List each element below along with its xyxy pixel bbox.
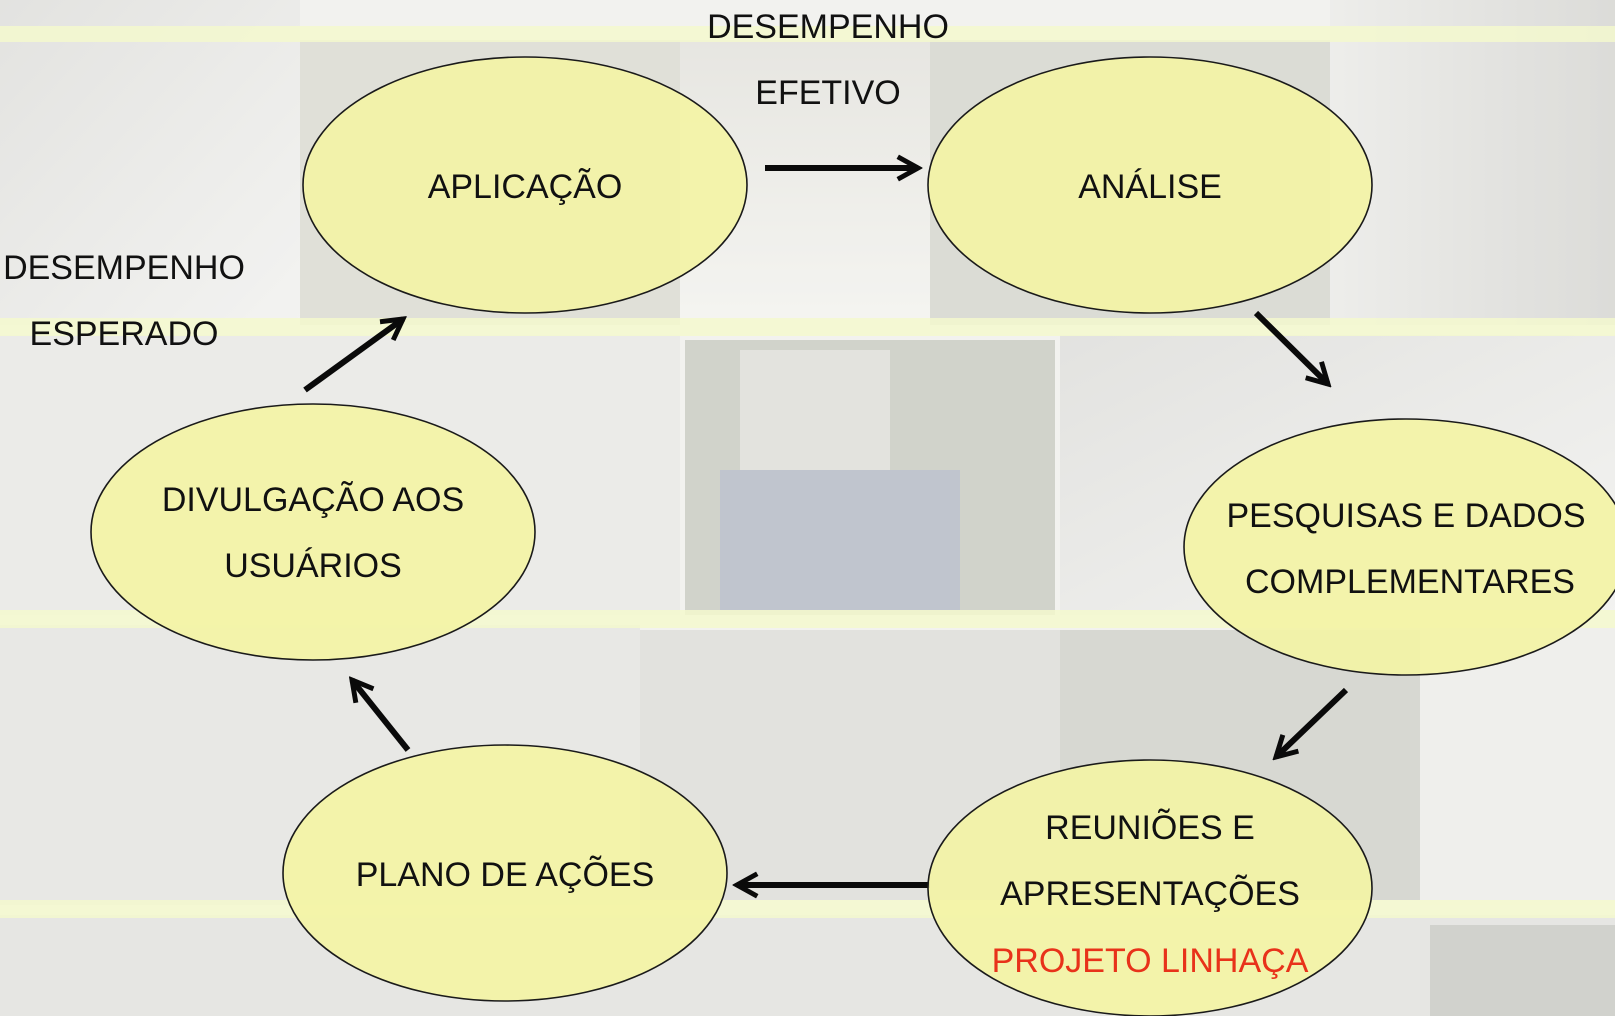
label-left-line-1: DESEMPENHO: [3, 249, 245, 287]
node-aplicacao: APLICAÇÃO: [302, 56, 748, 314]
label-top-line-1: DESEMPENHO: [707, 8, 949, 46]
node-reunioes-highlight: PROJETO LINHAÇA: [992, 942, 1309, 980]
svg-text:PLANO DE AÇÕES: PLANO DE AÇÕES: [356, 856, 655, 894]
arrow-pesquisas-to-reunioes: [1276, 687, 1349, 757]
node-analise-label: ANÁLISE: [1078, 168, 1222, 206]
node-reunioes: REUNIÕES E APRESENTAÇÕES PROJETO LINHAÇA: [927, 759, 1373, 1016]
node-aplicacao-label: APLICAÇÃO: [428, 168, 623, 206]
label-left-line-2: ESPERADO: [30, 315, 219, 353]
svg-text:DIVULGAÇÃO AOS: DIVULGAÇÃO AOS: [162, 481, 464, 519]
label-top-line-2: EFETIVO: [755, 74, 900, 112]
svg-text:EFETIVO: EFETIVO: [755, 74, 900, 112]
node-divulgacao: DIVULGAÇÃO AOS USUÁRIOS: [90, 403, 536, 661]
node-reunioes-line-1: REUNIÕES E: [1045, 809, 1255, 847]
label-desempenho-efetivo: DESEMPENHO EFETIVO: [707, 8, 949, 112]
arrow-plano-to-divulgacao: [352, 680, 411, 752]
svg-text:PESQUISAS E DADOS: PESQUISAS E DADOS: [1227, 497, 1586, 535]
svg-text:APLICAÇÃO: APLICAÇÃO: [428, 168, 623, 206]
svg-text:USUÁRIOS: USUÁRIOS: [224, 547, 402, 585]
node-pesquisas-line-2: COMPLEMENTARES: [1245, 563, 1575, 601]
svg-text:PROJETO LINHAÇA: PROJETO LINHAÇA: [992, 942, 1309, 980]
svg-text:REUNIÕES E: REUNIÕES E: [1045, 809, 1255, 847]
svg-text:DESEMPENHO: DESEMPENHO: [707, 8, 949, 46]
arrow-analise-to-pesquisas: [1253, 310, 1328, 384]
node-divulgacao-line-1: DIVULGAÇÃO AOS: [162, 481, 464, 519]
node-analise: ANÁLISE: [927, 56, 1373, 314]
node-pesquisas-line-1: PESQUISAS E DADOS: [1227, 497, 1586, 535]
node-reunioes-line-2: APRESENTAÇÕES: [1000, 875, 1300, 913]
node-plano-label: PLANO DE AÇÕES: [356, 856, 655, 894]
node-plano: PLANO DE AÇÕES: [282, 744, 728, 1002]
arrow-divulgacao-to-aplicacao: [303, 319, 403, 393]
node-pesquisas: PESQUISAS E DADOS COMPLEMENTARES: [1183, 418, 1615, 676]
label-desempenho-esperado: DESEMPENHO ESPERADO: [3, 249, 245, 353]
svg-text:APRESENTAÇÕES: APRESENTAÇÕES: [1000, 875, 1300, 913]
svg-text:ESPERADO: ESPERADO: [30, 315, 219, 353]
node-divulgacao-line-2: USUÁRIOS: [224, 547, 402, 585]
svg-text:DESEMPENHO: DESEMPENHO: [3, 249, 245, 287]
svg-text:COMPLEMENTARES: COMPLEMENTARES: [1245, 563, 1575, 601]
svg-text:ANÁLISE: ANÁLISE: [1078, 168, 1222, 206]
